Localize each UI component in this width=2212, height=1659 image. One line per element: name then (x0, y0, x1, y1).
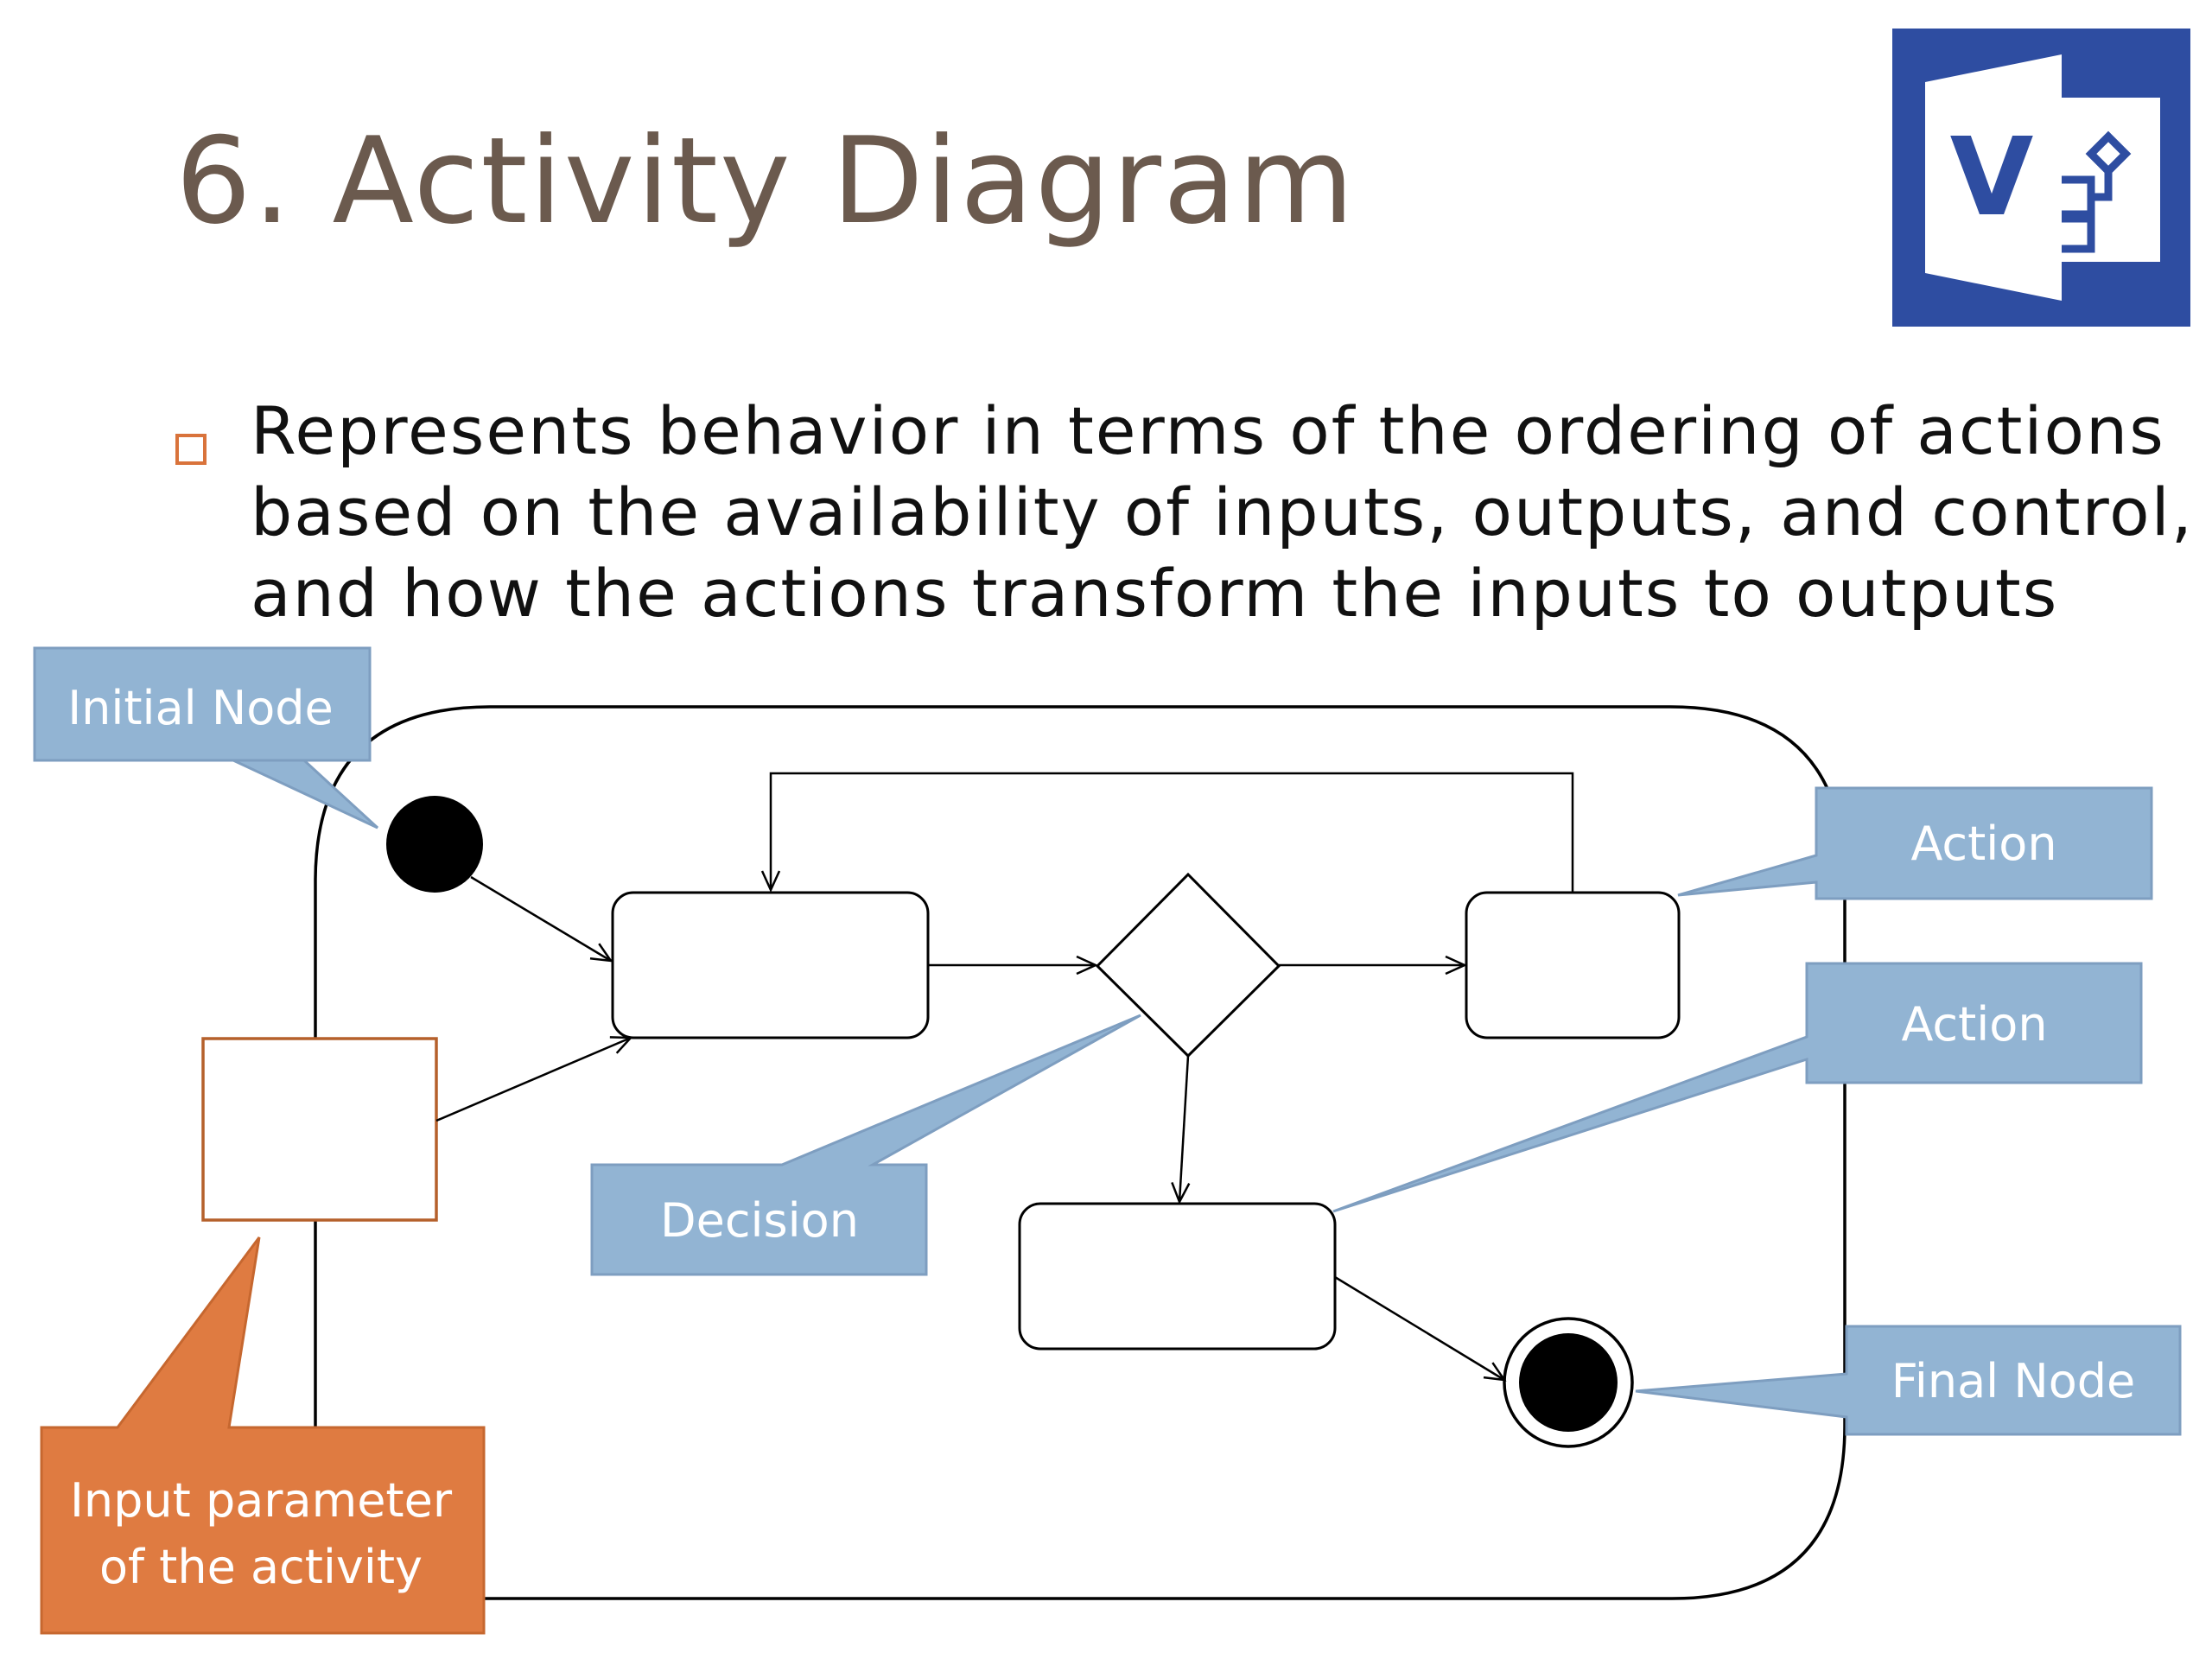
initial-node (386, 796, 483, 893)
bullet-line-3: and how the actions transform the inputs… (251, 555, 2059, 632)
callout-decision-label: Decision (660, 1193, 859, 1248)
slide-title: 6. Activity Diagram (175, 111, 1356, 251)
decision-node (1095, 872, 1281, 1058)
callout-input-parameter (40, 1236, 486, 1635)
callout-input-label-line-1: Input parameter (70, 1473, 453, 1528)
callout-initial-node-label: Initial Node (67, 681, 334, 735)
flow-loop-back (760, 772, 1574, 893)
callout-initial-node (33, 646, 379, 830)
callout-action-top (1677, 786, 2153, 900)
callout-action-top-label: Action (1910, 817, 2056, 871)
action-node-3 (1018, 1202, 1337, 1351)
bullet-text: Represents behavior in terms of the orde… (251, 391, 2194, 634)
callout-action-bottom-label: Action (1901, 997, 2047, 1052)
visio-logo-icon: V (1892, 29, 2190, 327)
final-node (1519, 1333, 1618, 1432)
flow-action3-to-final (1334, 1275, 1507, 1382)
flow-decision-to-action3 (1171, 1055, 1191, 1205)
logo-letter: V (1950, 115, 2034, 240)
bullet-square-icon (175, 434, 207, 465)
callout-final-node (1635, 1325, 2182, 1436)
callout-action-bottom (1332, 962, 2143, 1213)
bullet-line-2: based on the availability of inputs, out… (251, 474, 2194, 550)
action-node-2 (1465, 891, 1681, 1039)
bullet-line-1: Represents behavior in terms of the orde… (251, 392, 2165, 469)
callout-final-node-label: Final Node (1891, 1354, 2136, 1408)
callout-input-label-line-2: of the activity (99, 1540, 423, 1594)
flow-initial-to-action1 (470, 875, 613, 963)
action-node-1 (611, 891, 930, 1039)
input-parameter-node (201, 1037, 438, 1222)
callout-decision (590, 1014, 1141, 1276)
flow-input-to-action1 (435, 1036, 633, 1122)
activity-frame (314, 705, 1847, 1600)
